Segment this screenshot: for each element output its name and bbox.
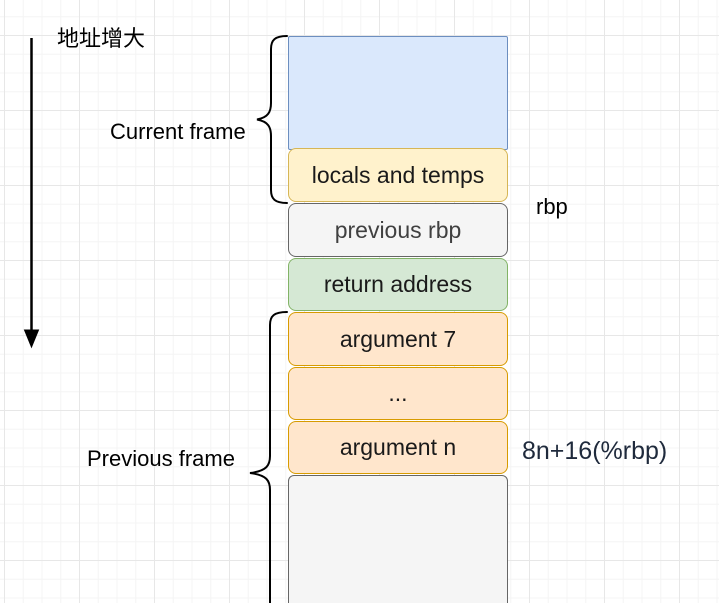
- rbp-pointer-label: rbp: [536, 194, 568, 219]
- stack-box-argument-7: argument 7: [288, 312, 508, 366]
- address-increase-arrow: [23, 38, 40, 349]
- stack-box-label: ...: [388, 380, 408, 406]
- stack-box-current-frame-top: [288, 36, 508, 150]
- stack-box-label: previous rbp: [334, 216, 462, 243]
- stack-box-previous-rbp: previous rbp: [288, 203, 508, 257]
- previous-frame-label: Previous frame: [87, 446, 235, 471]
- argument-n-offset-label: 8n+16(%rbp): [522, 437, 668, 465]
- stack-box-label: argument n: [339, 434, 457, 460]
- current-frame-brace: [256, 35, 288, 204]
- stack-box-argument-n: argument n: [288, 421, 508, 474]
- stack-box-argument-ellipsis: ...: [288, 367, 508, 420]
- current-frame-label: Current frame: [110, 119, 246, 144]
- address-direction-label: 地址增大: [57, 26, 146, 51]
- previous-frame-brace: [249, 311, 288, 603]
- stack-box-return-address: return address: [288, 258, 508, 311]
- stack-box-label: return address: [323, 271, 473, 297]
- stack-box-locals-and-temps: locals and temps: [288, 148, 508, 202]
- stack-box-label: locals and temps: [311, 161, 485, 188]
- stack-box-label: argument 7: [339, 325, 457, 352]
- stack-box-previous-frame-body: [288, 475, 508, 603]
